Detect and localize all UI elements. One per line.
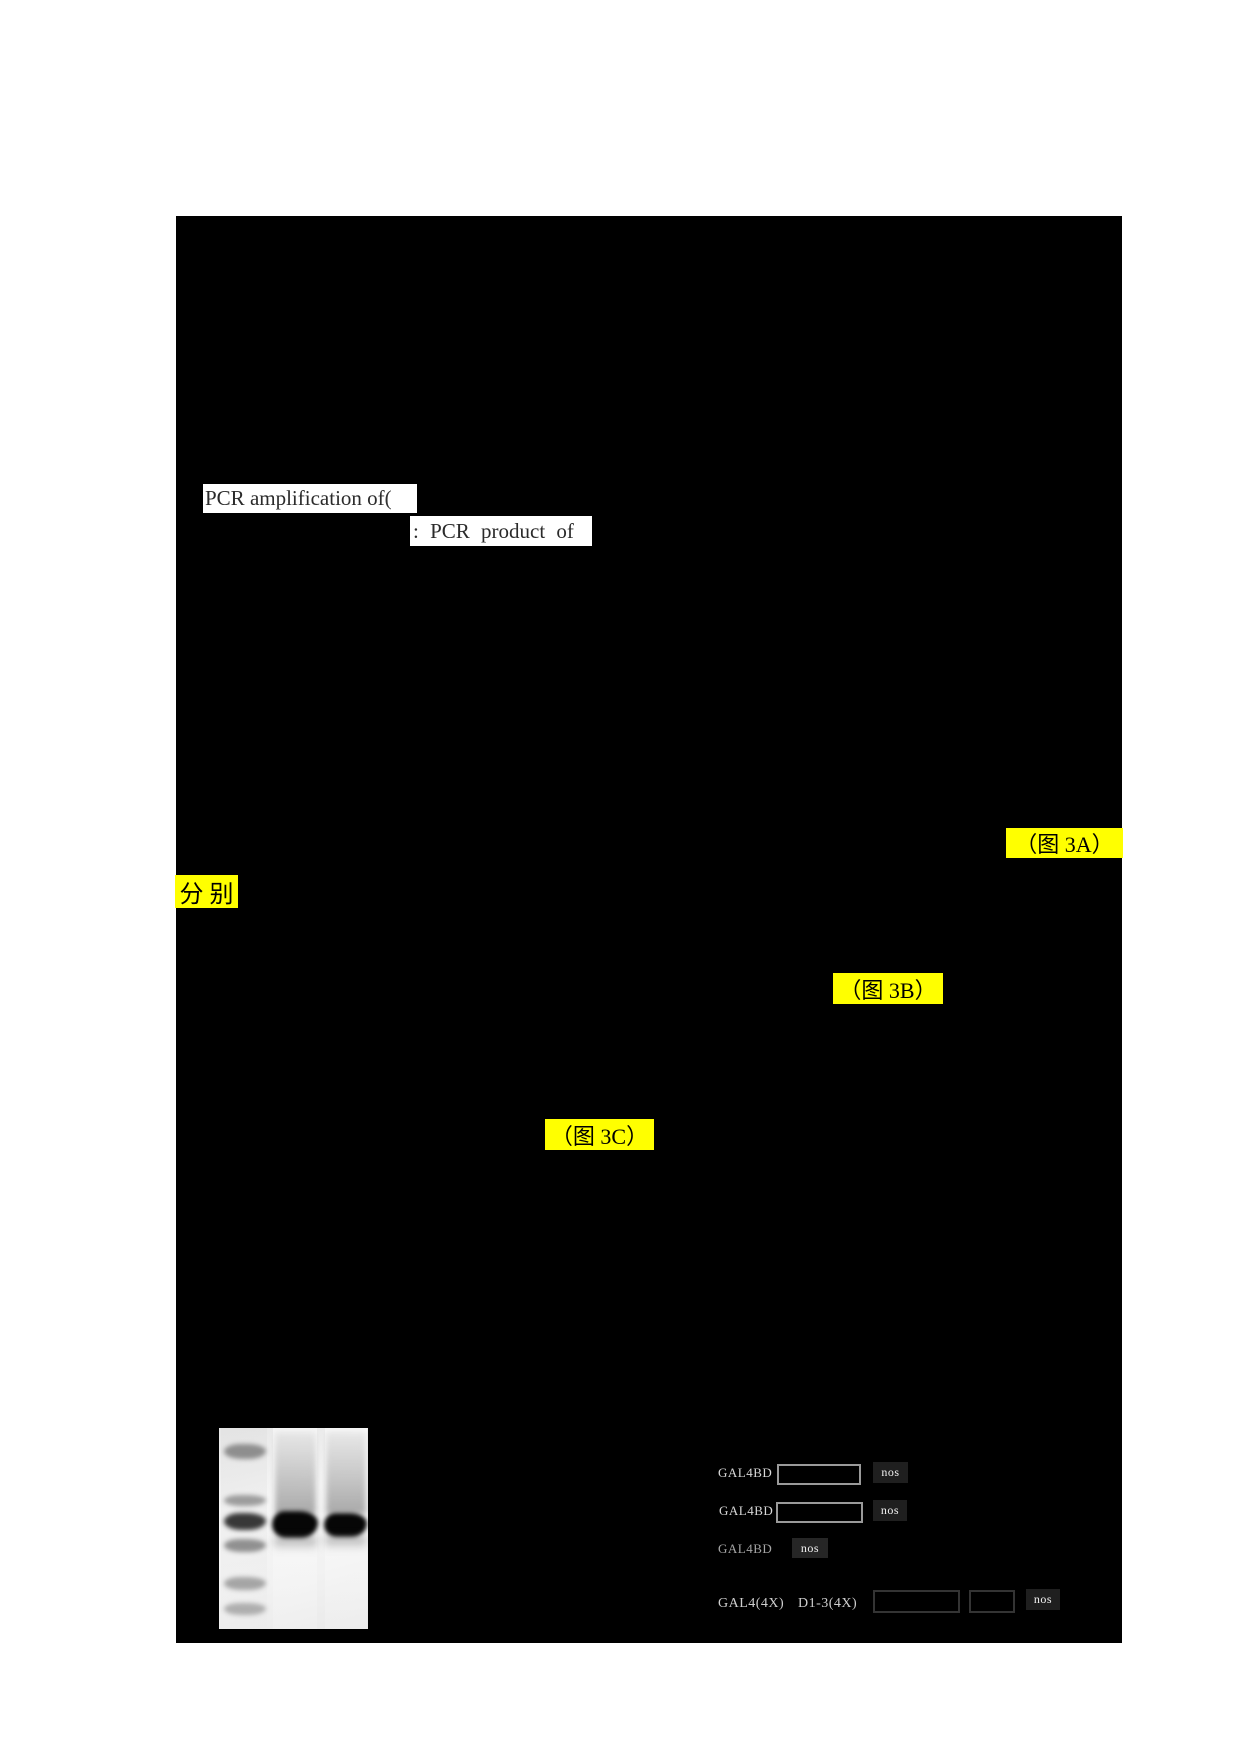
construct-row2-insert-box [776,1502,863,1523]
gel-sample-band-1-shadow [274,1537,317,1551]
construct-row4-label-d13: D1-3(4X) [798,1596,858,1611]
construct-row4-nos-terminator: nos [1026,1589,1060,1610]
highlight-fig-3b: （图 3B） [833,973,943,1004]
construct-row3-nos-terminator: nos [792,1538,828,1558]
gel-ladder-band-2 [224,1495,266,1506]
caption-line-2: : PCR product of [410,516,592,546]
highlight-fig-3c: （图 3C） [545,1119,654,1150]
gel-sample-band-2-shadow [325,1536,366,1550]
construct-row2-label: GAL4BD [719,1503,774,1518]
construct-row1-label: GAL4BD [718,1465,773,1480]
gel-sample-smear-1 [275,1432,316,1514]
gel-sample-smear-2 [326,1432,366,1514]
caption-line-1: PCR amplification of( [203,484,417,513]
caption-line-1-text: PCR amplification of [205,486,385,510]
highlight-fenbie: 分 别 [175,875,238,908]
caption-line-1-fragment: ( [385,486,391,511]
construct-row4-insert-box-1 [873,1590,960,1613]
highlight-fig-3a: （图 3A） [1006,828,1123,858]
gel-image [219,1428,368,1629]
construct-row1-nos-terminator: nos [873,1462,908,1483]
gel-ladder-band-1 [224,1444,266,1459]
gel-sample-band-2 [324,1513,367,1537]
construct-row4-insert-box-2 [969,1590,1015,1613]
gel-ladder-band-6 [224,1603,266,1615]
gel-ladder-band-5 [224,1577,266,1590]
construct-row2-nos-terminator: nos [873,1500,907,1521]
caption-line-2-text: : PCR product of [413,518,574,543]
gel-ladder-band-3 [224,1513,266,1530]
construct-row4-label-gal4: GAL4(4X) [718,1596,785,1611]
construct-row3-label: GAL4BD [718,1541,773,1556]
figure-panel [176,216,1122,1643]
gel-sample-band-1 [272,1511,318,1538]
construct-row1-insert-box [777,1464,861,1485]
gel-ladder-band-4 [224,1539,266,1552]
